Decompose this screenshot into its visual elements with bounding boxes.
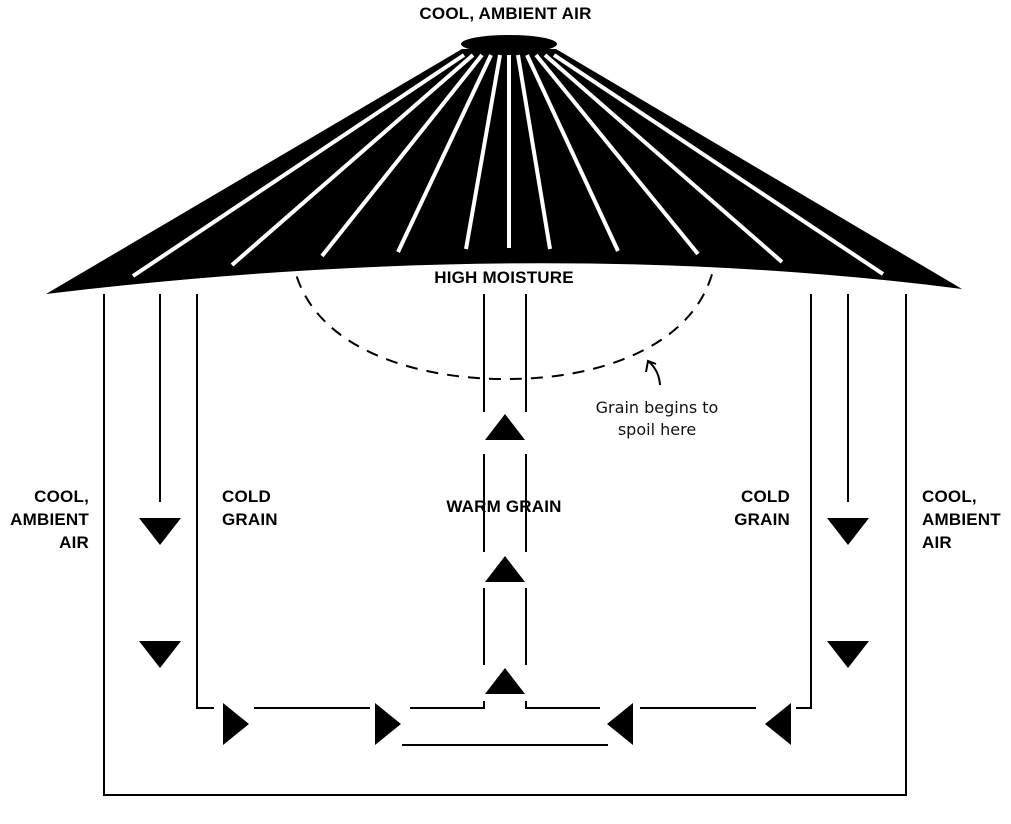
cold-grain-channel-left: [196, 294, 485, 709]
roof-cap: [461, 35, 557, 53]
left-air-label: COOL, AMBIENT AIR: [10, 487, 89, 552]
curved-arrow-icon: [645, 359, 661, 386]
top-air-label: COOL, AMBIENT AIR: [419, 4, 592, 23]
triangle-down-icon: [139, 641, 181, 668]
triangle-right-icon: [375, 703, 401, 745]
triangle-right-icon: [223, 703, 249, 745]
triangle-up-icon: [485, 414, 525, 440]
warm-grain-label: WARM GRAIN: [446, 497, 562, 516]
bin-roof: [46, 35, 962, 294]
right-air-label: COOL, AMBIENT AIR: [922, 487, 1001, 552]
triangle-left-icon: [765, 703, 791, 745]
cold-grain-channel-right: [525, 294, 812, 709]
roof-cone: [46, 49, 962, 294]
triangle-up-icon: [485, 556, 525, 582]
triangle-left-icon: [607, 703, 633, 745]
spoil-note: Grain begins to spoil here: [595, 398, 719, 439]
right-grain-label: COLD GRAIN: [734, 487, 790, 529]
bin-wall-outer: [103, 294, 907, 796]
triangle-down-icon: [827, 641, 869, 668]
triangle-up-icon: [485, 668, 525, 694]
left-grain-label: COLD GRAIN: [222, 487, 278, 529]
high-moisture-label: HIGH MOISTURE: [434, 268, 574, 287]
triangle-down-icon: [139, 518, 181, 545]
roof-ribs: [131, 53, 885, 278]
triangle-down-icon: [827, 518, 869, 545]
